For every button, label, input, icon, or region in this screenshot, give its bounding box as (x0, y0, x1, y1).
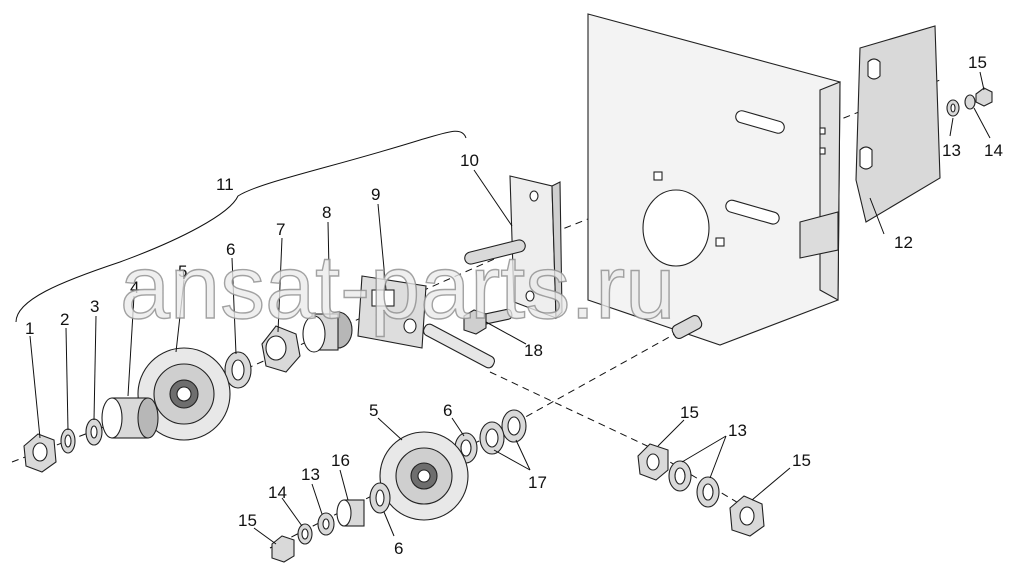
part-5-sprocket-upper (137, 347, 231, 441)
part-6-washer-upper (224, 351, 252, 389)
part-14-washer-upper-right (964, 94, 976, 110)
part-15-nut-lower-right (729, 495, 765, 537)
part-5-sprocket-lower (379, 431, 469, 521)
callout-15-upper-right: 15 (968, 53, 987, 72)
part-10-bracket (464, 175, 563, 320)
mounting-plate (587, 13, 841, 346)
callout-15-lower-right: 15 (792, 451, 811, 470)
part-6-washer-lower-left (369, 482, 391, 514)
group-11-brace (15, 130, 467, 323)
part-9-tensioner-plate (357, 275, 496, 369)
callout-9: 9 (371, 185, 380, 204)
part-13-washer-lower-left (317, 512, 335, 536)
callout-13-upper-right: 13 (942, 141, 961, 160)
leader-lines (29, 71, 991, 545)
part-13-washer-mid-right-1 (668, 460, 692, 492)
plate-bolt (671, 314, 703, 340)
callout-5-upper: 5 (178, 262, 187, 281)
callout-7: 7 (276, 220, 285, 239)
callout-2: 2 (60, 310, 69, 329)
callout-15-lower-left: 15 (238, 511, 257, 530)
callout-18: 18 (524, 341, 543, 360)
part-17-washers (479, 409, 527, 455)
part-16-bushing (336, 499, 365, 527)
callout-13-mid-right: 13 (728, 421, 747, 440)
callout-12: 12 (894, 233, 913, 252)
callout-10: 10 (460, 151, 479, 170)
part-3-washer (85, 418, 103, 446)
part-15-nut-mid-right (637, 443, 669, 481)
part-15-nut-upper-right (975, 87, 993, 107)
part-18-bolt (463, 308, 513, 335)
callout-14-lower-left: 14 (268, 483, 287, 502)
callout-6-upper: 6 (226, 240, 235, 259)
part-14-washer-lower-left (297, 523, 313, 545)
callout-5-lower: 5 (369, 401, 378, 420)
part-4-bushing (101, 397, 159, 439)
callout-6-lower-right: 6 (443, 401, 452, 420)
callout-3: 3 (90, 297, 99, 316)
callout-6-lower-left: 6 (394, 539, 403, 558)
part-8-bushing (302, 311, 353, 353)
callout-11: 11 (216, 175, 234, 194)
callout-labels: 1 2 3 4 5 6 7 8 9 10 11 12 13 14 15 18 5… (25, 53, 1003, 558)
callout-8: 8 (322, 203, 331, 222)
part-12-cover-plate (855, 25, 941, 223)
part-15-nut-lower-left (271, 535, 295, 563)
part-13-washer-mid-right-2 (696, 476, 720, 508)
callout-15-mid-right: 15 (680, 403, 699, 422)
callout-14-upper-right: 14 (984, 141, 1003, 160)
part-1-nut (23, 433, 57, 473)
callout-16: 16 (331, 451, 350, 470)
part-13-washer-upper-right (946, 99, 960, 117)
callout-13-lower-left: 13 (301, 465, 320, 484)
watermark-text: ansat-parts.ru (120, 238, 675, 338)
part-7-nut (261, 325, 301, 373)
callout-1: 1 (25, 319, 34, 338)
callout-17: 17 (528, 473, 547, 492)
part-2-washer (60, 428, 76, 454)
callout-4: 4 (130, 278, 139, 297)
